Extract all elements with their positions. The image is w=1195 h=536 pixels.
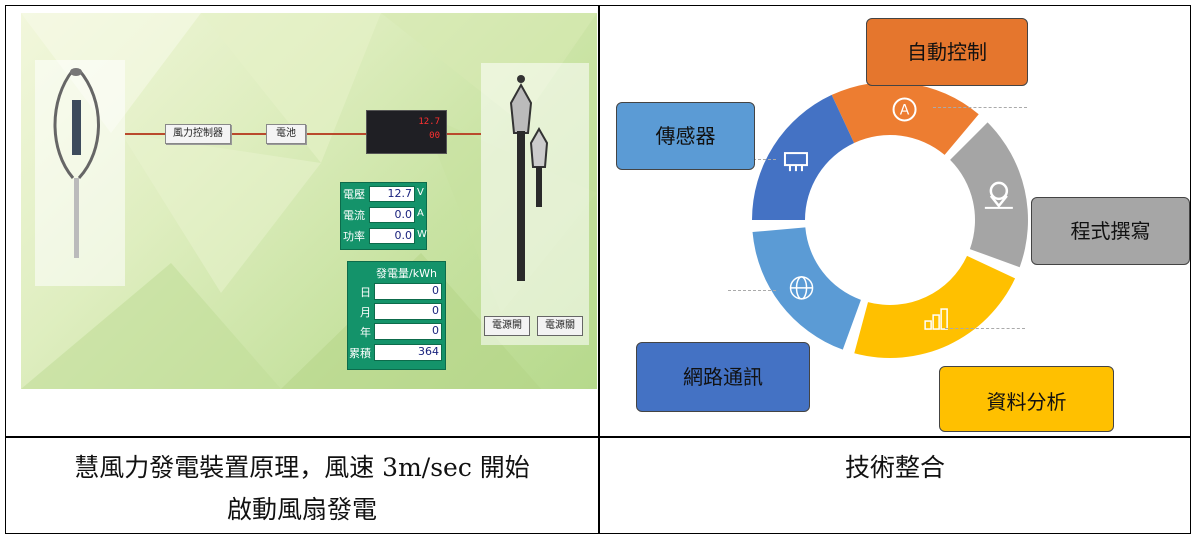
generation-title: 發電量/kWh bbox=[376, 267, 437, 280]
meter-reading-bottom: 00 bbox=[429, 131, 440, 141]
programming-label: 程式撰寫 bbox=[1070, 219, 1151, 243]
meter-reading-top: 12.7 bbox=[418, 117, 440, 127]
wind-turbine-image bbox=[35, 60, 125, 286]
street-lamp-icon bbox=[509, 75, 549, 281]
sensor-box: 傳感器 bbox=[616, 102, 755, 170]
auto-control-box: 自動控制 bbox=[866, 18, 1028, 86]
wire bbox=[125, 133, 165, 135]
auto-control-label: 自動控制 bbox=[907, 40, 987, 64]
wind-power-diagram: 風力控制器 電池 12.7 00 電壓 12.7 V 電流 0.0 A 功率 0… bbox=[21, 13, 597, 389]
network-label: 網路通訊 bbox=[683, 365, 763, 389]
voltage-unit: V bbox=[417, 187, 424, 198]
connector-line bbox=[933, 107, 1027, 108]
day-label: 日 bbox=[360, 286, 371, 299]
turbine-icon bbox=[53, 68, 100, 258]
power-value: 0.0 bbox=[369, 228, 415, 244]
wind-controller-label: 風力控制器 bbox=[165, 124, 231, 144]
power-label: 功率 bbox=[343, 230, 365, 243]
automation-icon: A bbox=[892, 97, 917, 122]
right-caption: 技術整合 bbox=[844, 453, 945, 482]
day-value: 0 bbox=[374, 283, 442, 300]
data-analysis-label: 資料分析 bbox=[986, 390, 1067, 414]
chip-icon bbox=[783, 152, 808, 172]
ring-segment bbox=[854, 255, 1016, 358]
ring-segment bbox=[831, 82, 979, 155]
current-value: 0.0 bbox=[369, 207, 415, 223]
ring-center bbox=[807, 137, 973, 303]
ring-segment bbox=[950, 122, 1028, 268]
location-pin-icon bbox=[984, 181, 1013, 209]
sensor-label: 傳感器 bbox=[655, 124, 716, 148]
power-off-button[interactable]: 電源關 bbox=[537, 316, 583, 336]
power-unit: W bbox=[417, 229, 427, 240]
voltage-value: 12.7 bbox=[369, 186, 415, 202]
current-unit: A bbox=[417, 208, 424, 219]
ring-segment bbox=[752, 94, 855, 220]
wire bbox=[306, 133, 366, 135]
battery-label: 電池 bbox=[266, 124, 306, 144]
power-on-button[interactable]: 電源開 bbox=[484, 316, 530, 336]
street-lamp-image bbox=[481, 63, 589, 345]
left-caption-line2: 啟動風扇發電 bbox=[226, 495, 377, 524]
svg-text:A: A bbox=[900, 102, 910, 118]
year-label: 年 bbox=[360, 326, 371, 339]
table-column-divider bbox=[598, 5, 600, 534]
wire bbox=[445, 133, 481, 135]
cumulative-value: 364 bbox=[374, 344, 442, 361]
year-value: 0 bbox=[374, 323, 442, 340]
voltage-label: 電壓 bbox=[343, 188, 365, 201]
current-label: 電流 bbox=[343, 209, 365, 222]
month-value: 0 bbox=[374, 303, 442, 320]
wire bbox=[231, 133, 266, 135]
bar-chart-icon bbox=[924, 308, 948, 330]
connector-line bbox=[945, 328, 1025, 329]
data-analysis-box: 資料分析 bbox=[939, 366, 1114, 432]
connector-line bbox=[728, 290, 776, 291]
programming-box: 程式撰寫 bbox=[1031, 197, 1190, 265]
left-caption-line1: 慧風力發電裝置原理，風速 3m/sec 開始 bbox=[74, 453, 530, 482]
electrical-readings: 電壓 12.7 V 電流 0.0 A 功率 0.0 W bbox=[340, 182, 427, 250]
globe-icon bbox=[789, 276, 814, 300]
technology-ring-diagram: A bbox=[752, 82, 1028, 358]
table-row-divider bbox=[5, 436, 1191, 438]
network-box: 網路通訊 bbox=[636, 342, 810, 412]
month-label: 月 bbox=[360, 306, 371, 319]
generation-panel: 發電量/kWh 日 0 月 0 年 0 累積 364 bbox=[347, 261, 446, 370]
power-meter: 12.7 00 bbox=[366, 110, 447, 154]
cumulative-label: 累積 bbox=[349, 347, 371, 360]
